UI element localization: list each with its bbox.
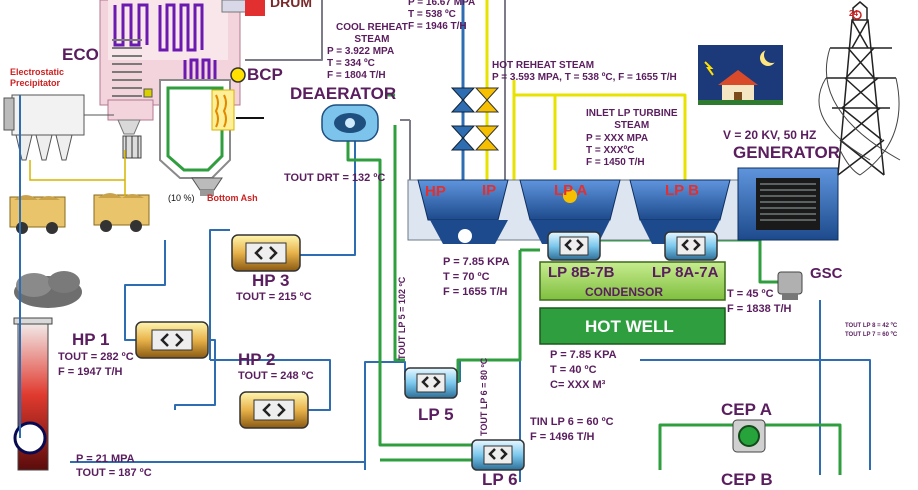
transmission-tower bbox=[818, 1, 901, 176]
house-night-icon bbox=[698, 45, 783, 105]
lp8a-label: LP 8A-7A bbox=[652, 264, 719, 281]
lp5-label: LP 5 bbox=[418, 405, 454, 424]
ash-truck-left bbox=[9, 195, 66, 234]
hotwell-values: P = 7.85 KPA T = 40 ºC C= XXX M³ bbox=[550, 348, 617, 393]
main-steam-values: P = 16.67 MPA T = 538 ºC F = 1946 T/H bbox=[408, 0, 475, 33]
cool-reheat-f: F = 1804 T/H bbox=[327, 70, 386, 81]
deaerator-tank bbox=[321, 104, 379, 142]
deaerator-tout: TOUT DRT = 132 ºC bbox=[284, 172, 386, 184]
steam-pipes bbox=[19, 0, 871, 485]
ash-truck-right bbox=[93, 193, 150, 232]
gsc-lp7-tout: TOUT LP 7 = 60 ºC bbox=[845, 332, 898, 338]
lp8b-label: LP 8B-7B bbox=[548, 264, 615, 281]
cool-reheat-title: COOL REHEAT STEAM bbox=[336, 22, 408, 46]
heater-lp8a bbox=[664, 231, 718, 261]
hot-reheat-values: P = 3.593 MPA, T = 538 ºC, F = 1655 T/H bbox=[492, 72, 677, 83]
hp3-label: HP 3 bbox=[252, 271, 290, 290]
condensate-extraction-pump bbox=[732, 419, 766, 453]
lp6-label: LP 6 bbox=[482, 470, 518, 489]
heater-lp6 bbox=[471, 439, 525, 471]
feedwater-t: TOUT = 187 ºC bbox=[76, 467, 152, 479]
hp2-tout: TOUT = 248 ºC bbox=[238, 370, 314, 382]
stack bbox=[13, 271, 82, 471]
heater-lp5 bbox=[404, 367, 458, 399]
hp1-label: HP 1 bbox=[72, 330, 110, 349]
hp3-tout: TOUT = 215 ºC bbox=[236, 291, 312, 303]
main-steam-p: P = 16.67 MPA bbox=[408, 0, 476, 8]
gsc-lp-temps: TOUT LP 8 = 42 ºC TOUT LP 7 = 60 ºC bbox=[845, 322, 897, 340]
cool-reheat-t: T = 334 ºC bbox=[327, 58, 375, 69]
heater-lp8b bbox=[547, 231, 601, 261]
drum-label: DRUM bbox=[270, 0, 312, 10]
valves bbox=[450, 87, 500, 151]
bcp-label: BCP bbox=[247, 65, 283, 84]
hp1-values: TOUT = 282 ºC F = 1947 T/H bbox=[58, 350, 134, 380]
lp6-tin: TIN LP 6 = 60 ºC bbox=[530, 416, 614, 428]
inlet-lp-title: INLET LP TURBINE STEAM bbox=[586, 108, 677, 132]
heater-hp1 bbox=[135, 321, 209, 359]
main-steam-f: F = 1946 T/H bbox=[408, 21, 467, 32]
feedwater-p: P = 21 MPA bbox=[76, 453, 135, 465]
hot-reheat-title: HOT REHEAT STEAM bbox=[492, 60, 595, 71]
hotwell-p: P = 7.85 KPA bbox=[550, 349, 617, 361]
hotwell-c: C= XXX M³ bbox=[550, 379, 606, 391]
inlet-lp-f: F = 1450 T/H bbox=[586, 157, 645, 168]
gsc-t: T = 45 ºC bbox=[727, 288, 774, 300]
esp-label: Electrostatic Precipitator bbox=[10, 67, 65, 88]
exhaust-f: F = 1655 T/H bbox=[443, 286, 508, 298]
inlet-lp-title-line2: STEAM bbox=[614, 120, 650, 131]
eco-label: ECO bbox=[62, 45, 99, 64]
heater-chevrons bbox=[160, 239, 701, 460]
generator-label: GENERATOR bbox=[733, 143, 841, 162]
deaerator-label: DEAERATOR bbox=[290, 84, 397, 103]
cep-a-label: CEP A bbox=[721, 400, 773, 419]
cool-reheat-p: P = 3.922 MPA bbox=[327, 46, 395, 57]
lp6-values: TIN LP 6 = 60 ºC F = 1496 T/H bbox=[530, 415, 614, 445]
feedwater-values: P = 21 MPA TOUT = 187 ºC bbox=[76, 452, 152, 480]
hp1-tout: TOUT = 282 ºC bbox=[58, 351, 134, 363]
condenser-block bbox=[539, 261, 726, 345]
exhaust-values: P = 7.85 KPA T = 70 ºC F = 1655 T/H bbox=[443, 255, 510, 300]
turbine-ip-label: IP bbox=[482, 182, 497, 199]
turbine-lpb-label: LP B bbox=[665, 182, 699, 199]
gsc-values: T = 45 ºC F = 1838 T/H bbox=[727, 287, 792, 317]
boiler bbox=[99, 0, 265, 196]
cool-reheat-title-line2: STEAM bbox=[354, 34, 390, 45]
inlet-lp-p: P = XXX MPA bbox=[586, 133, 649, 144]
lp5-tout: TOUT LP 5 = 102 ºC bbox=[397, 276, 407, 360]
gsc-f: F = 1838 T/H bbox=[727, 303, 792, 315]
bottom-ash-label: Bottom Ash bbox=[207, 193, 258, 203]
lp6-f: F = 1496 T/H bbox=[530, 431, 595, 443]
exhaust-p: P = 7.85 KPA bbox=[443, 256, 510, 268]
turbine-train bbox=[407, 167, 839, 244]
gland-steam-condenser bbox=[777, 271, 803, 300]
exhaust-t: T = 70 ºC bbox=[443, 271, 490, 283]
gsc-label: GSC bbox=[810, 265, 843, 282]
hp2-label: HP 2 bbox=[238, 350, 276, 369]
cep-b-label: CEP B bbox=[721, 470, 773, 489]
inlet-lp-values: P = XXX MPA T = XXXºC F = 1450 T/H bbox=[586, 133, 648, 169]
turbine-hp-label: HP bbox=[425, 183, 446, 200]
cool-reheat-values: P = 3.922 MPA T = 334 ºC F = 1804 T/H bbox=[327, 46, 394, 82]
gsc-lp8-tout: TOUT LP 8 = 42 ºC bbox=[845, 323, 898, 329]
lp6-tout: TOUT LP 6 = 80 ºC bbox=[479, 357, 489, 436]
hp1-f: F = 1947 T/H bbox=[58, 366, 123, 378]
cool-reheat-title-line1: COOL REHEAT bbox=[336, 22, 408, 33]
electrostatic-precipitator bbox=[3, 94, 114, 161]
main-steam-t: T = 538 ºC bbox=[408, 9, 456, 20]
condenser-label: CONDENSOR bbox=[585, 285, 664, 299]
inlet-lp-t: T = XXXºC bbox=[586, 145, 635, 156]
generator-spec: V = 20 KV, 50 HZ bbox=[723, 128, 817, 142]
hotwell-label: HOT WELL bbox=[585, 317, 674, 336]
tower-number: 24 bbox=[849, 9, 858, 18]
ash-percent-label: (10 %) bbox=[168, 193, 195, 203]
hotwell-t: T = 40 ºC bbox=[550, 364, 597, 376]
heater-hp2 bbox=[239, 391, 309, 429]
turbine-lpa-label: LP A bbox=[554, 182, 588, 199]
heater-hp3 bbox=[231, 234, 301, 272]
inlet-lp-title-line1: INLET LP TURBINE bbox=[586, 108, 678, 119]
